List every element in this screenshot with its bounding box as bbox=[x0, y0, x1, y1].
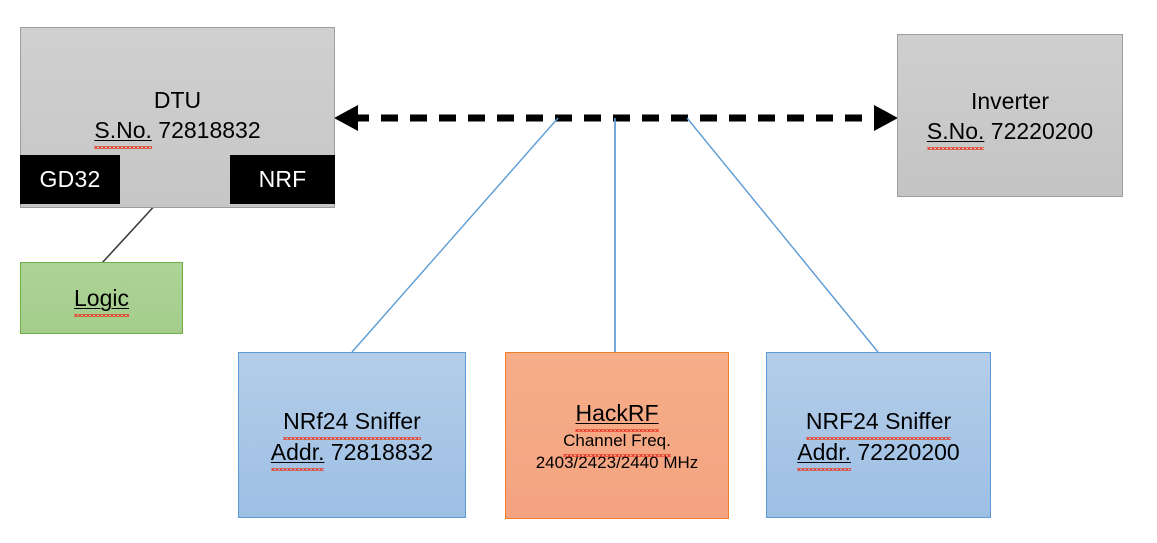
hackrf-title: HackRF bbox=[575, 399, 659, 433]
sniffer-right-title: NRF24 Sniffer bbox=[805, 407, 952, 441]
hackrf-channel-label: Channel Freq. bbox=[563, 431, 671, 457]
sniffer-right-addr: Addr. 72220200 bbox=[797, 438, 960, 472]
dtu-inverter-rf-link-connector bbox=[334, 105, 898, 131]
hackrf-channel-label-text: Channel Freq. bbox=[563, 431, 671, 457]
node-sniffer-right[interactable]: NRF24 Sniffer Addr. 72220200 bbox=[766, 352, 991, 518]
sniffer-left-addr-value: 72818832 bbox=[330, 439, 434, 466]
gd32-label: GD32 bbox=[39, 166, 101, 192]
inverter-serial: S.No. 72220200 bbox=[926, 117, 1094, 151]
node-hackrf[interactable]: HackRF Channel Freq. 2403/2423/2440 MHz bbox=[505, 352, 729, 519]
node-nrf[interactable]: NRF bbox=[230, 155, 335, 204]
dtu-serial-number: 72818832 bbox=[158, 117, 261, 144]
hackrf-channel-freq: 2403/2423/2440 MHz bbox=[535, 452, 699, 472]
node-logic[interactable]: Logic bbox=[20, 262, 183, 334]
inverter-title: Inverter bbox=[971, 88, 1049, 114]
hackrf-name: HackRF bbox=[575, 400, 659, 433]
node-inverter[interactable]: Inverter S.No. 72220200 bbox=[897, 34, 1123, 197]
dtu-title: DTU bbox=[153, 87, 202, 113]
node-gd32[interactable]: GD32 bbox=[20, 155, 120, 204]
sniffer-left-addr: Addr. 72818832 bbox=[270, 438, 434, 472]
link-to-sniffer-left-connector bbox=[351, 117, 559, 353]
dtu-serial-prefix: S.No. bbox=[94, 117, 152, 150]
inverter-serial-prefix: S.No. bbox=[926, 118, 985, 151]
node-sniffer-left[interactable]: NRf24 Sniffer Addr. 72818832 bbox=[238, 352, 466, 518]
sniffer-right-name: NRF24 Sniffer bbox=[805, 408, 952, 441]
sniffer-left-title: NRf24 Sniffer bbox=[283, 407, 421, 441]
sniffer-left-addr-prefix: Addr. bbox=[270, 439, 325, 472]
sniffer-right-addr-value: 72220200 bbox=[857, 439, 960, 466]
dtu-serial: S.No. 72818832 bbox=[94, 116, 261, 150]
inverter-serial-number: 72220200 bbox=[990, 118, 1094, 145]
sniffer-right-addr-prefix: Addr. bbox=[797, 439, 851, 472]
link-to-sniffer-right-connector bbox=[686, 117, 879, 353]
sniffer-left-name: NRf24 Sniffer bbox=[283, 408, 421, 441]
logic-label: Logic bbox=[74, 284, 129, 318]
nrf-label: NRF bbox=[258, 166, 307, 192]
